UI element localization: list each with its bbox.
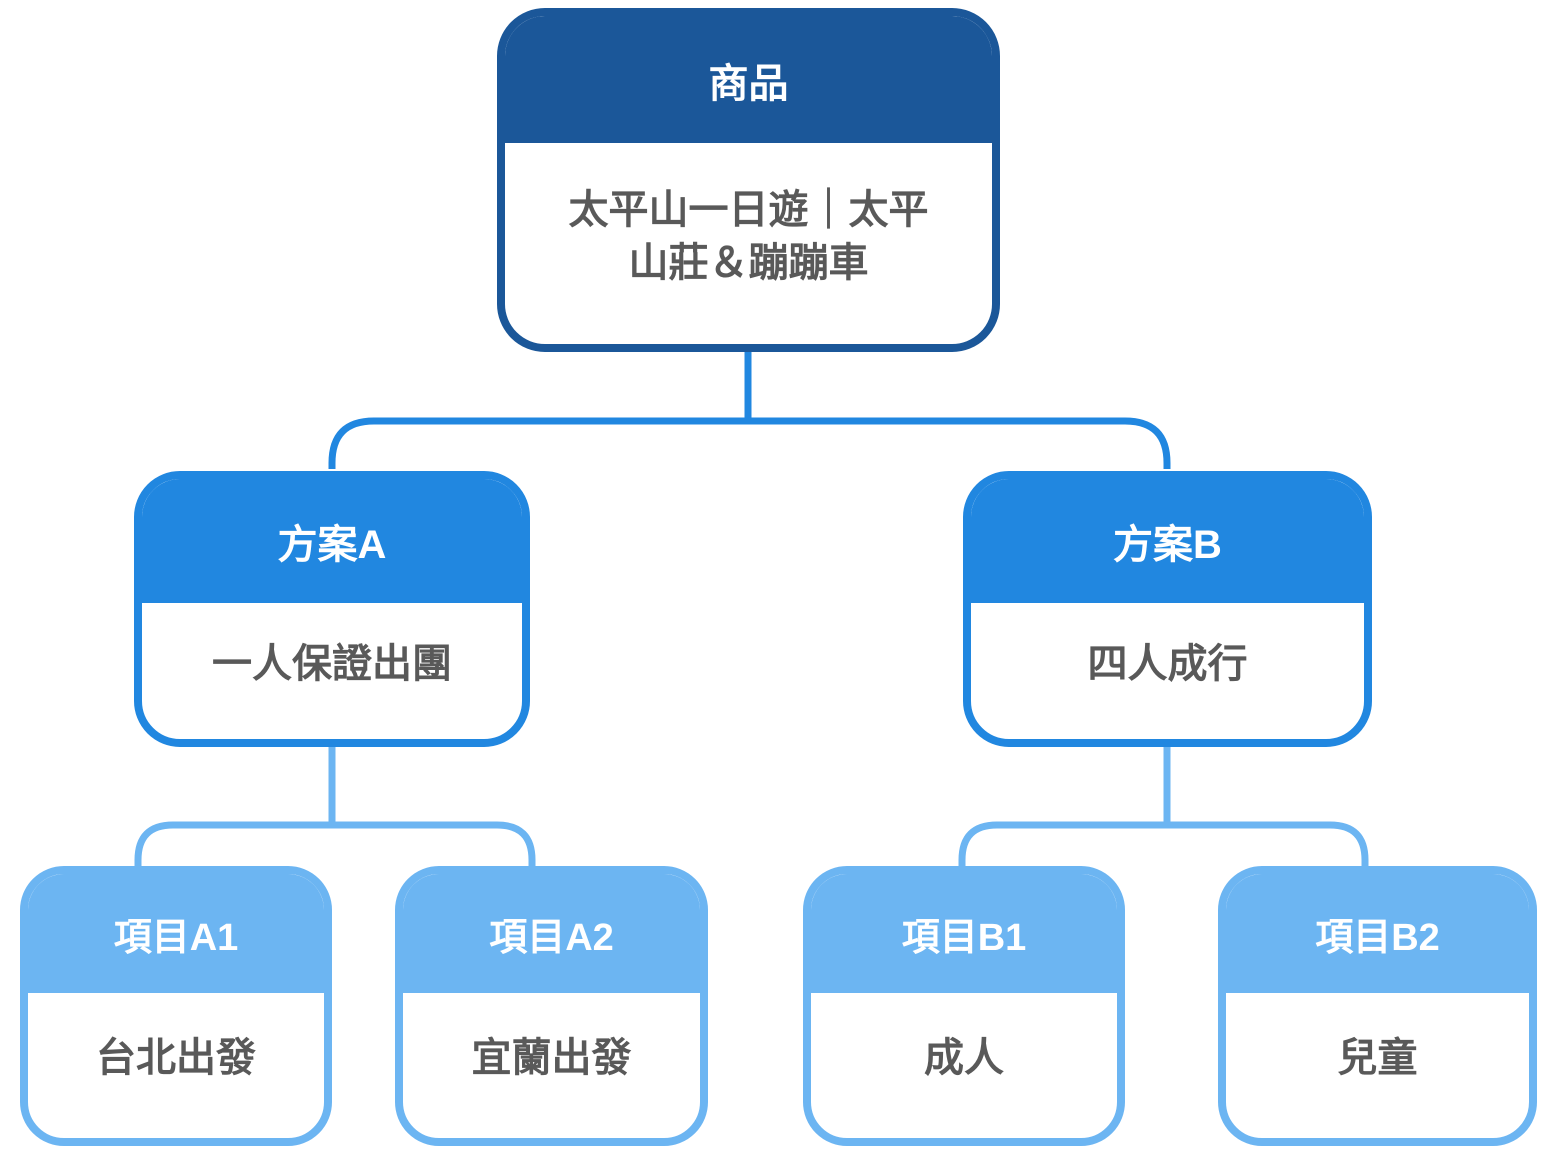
node-plan-b: 方案B 四人成行 (963, 471, 1372, 747)
connector-plan-a-rail (134, 821, 536, 868)
item-b1-value: 成人 (924, 1036, 1004, 1081)
node-product: 商品 太平山一日遊｜太平山莊＆蹦蹦車 (497, 8, 1000, 352)
item-a1-value: 台北出發 (96, 1036, 256, 1081)
item-b1-label: 項目B1 (901, 917, 1027, 959)
node-item-b1-header: 項目B1 (811, 874, 1117, 993)
node-item-b1-body: 成人 (811, 993, 1117, 1138)
connector-plan-b-rail (958, 821, 1369, 868)
item-a1-label: 項目A1 (113, 917, 239, 959)
item-a2-label: 項目A2 (489, 917, 614, 959)
node-item-a2-body: 宜蘭出發 (403, 993, 700, 1138)
node-item-a2: 項目A2 宜蘭出發 (395, 866, 708, 1146)
node-item-b2: 項目B2 兒童 (1218, 866, 1537, 1146)
product-value: 太平山一日遊｜太平山莊＆蹦蹦車 (568, 187, 929, 285)
plan-a-label: 方案A (277, 523, 387, 567)
node-plan-b-header: 方案B (971, 479, 1364, 603)
node-item-a1-body: 台北出發 (28, 993, 324, 1138)
connector-product-rail (328, 417, 1171, 469)
node-product-header: 商品 (505, 16, 992, 143)
plan-b-value: 四人成行 (1087, 641, 1248, 686)
node-item-a1-header: 項目A1 (28, 874, 324, 993)
node-plan-a: 方案A 一人保證出團 (134, 471, 530, 747)
item-a2-value: 宜蘭出發 (471, 1036, 632, 1081)
node-product-body: 太平山一日遊｜太平山莊＆蹦蹦車 (505, 143, 992, 344)
node-item-b1: 項目B1 成人 (803, 866, 1125, 1146)
node-item-a1: 項目A1 台北出發 (20, 866, 332, 1146)
node-plan-a-header: 方案A (142, 479, 522, 603)
node-plan-b-body: 四人成行 (971, 603, 1364, 739)
node-plan-a-body: 一人保證出團 (142, 603, 522, 739)
plan-b-label: 方案B (1113, 523, 1222, 567)
product-label: 商品 (708, 61, 789, 106)
item-b2-label: 項目B2 (1315, 917, 1440, 959)
plan-a-value: 一人保證出團 (212, 641, 452, 686)
node-item-a2-header: 項目A2 (403, 874, 700, 993)
item-b2-value: 兒童 (1337, 1036, 1418, 1081)
node-item-b2-body: 兒童 (1226, 993, 1529, 1138)
node-item-b2-header: 項目B2 (1226, 874, 1529, 993)
